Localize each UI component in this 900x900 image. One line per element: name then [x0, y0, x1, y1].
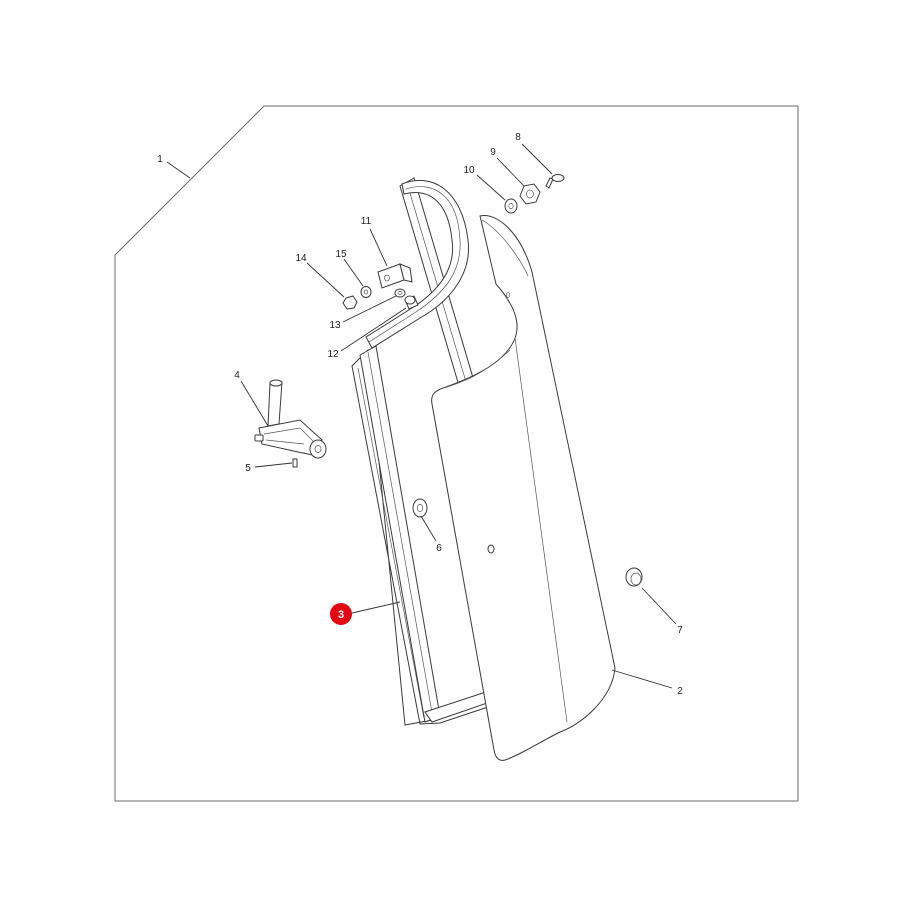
- leader-5: [254, 462, 293, 468]
- part-5-pin: [292, 458, 298, 468]
- leader-8: [521, 143, 553, 175]
- part-8-bolt: [545, 174, 565, 189]
- callout-5: 5: [245, 463, 251, 474]
- leader-7: [641, 587, 677, 625]
- part-11-bracket: [377, 263, 413, 289]
- callout-2: 2: [677, 686, 683, 697]
- callout-3-badge: [330, 603, 352, 625]
- leader-10: [476, 174, 506, 201]
- leader-3: [351, 601, 401, 614]
- part-13-bushing: [394, 288, 406, 298]
- leader-9: [496, 157, 525, 187]
- callout-14: 14: [295, 253, 307, 264]
- leader-13: [342, 295, 397, 323]
- callout-10: 10: [463, 165, 475, 176]
- callout-13: 13: [329, 320, 341, 331]
- part-2-glass-panel: [431, 214, 616, 761]
- callout-15: 15: [335, 249, 347, 260]
- leader-2: [611, 669, 673, 689]
- assembly-frame: [114, 105, 799, 802]
- part-6-washer: [412, 498, 428, 518]
- callout-9: 9: [490, 147, 496, 158]
- part-4-hinge-bracket: [254, 379, 327, 459]
- callout-6: 6: [436, 543, 442, 554]
- callout-11: 11: [361, 216, 372, 227]
- callout-3-highlighted[interactable]: 3: [330, 603, 352, 625]
- leader-1: [166, 161, 191, 179]
- callout-4: 4: [234, 370, 240, 381]
- leader-14: [306, 262, 345, 298]
- part-10-washer: [504, 198, 518, 214]
- leader-11: [369, 228, 388, 267]
- part-7-cap: [625, 567, 643, 587]
- leader-4: [240, 380, 269, 427]
- callout-3: 3: [338, 609, 344, 621]
- callout-12: 12: [327, 349, 339, 360]
- leader-6: [420, 515, 437, 542]
- leader-15: [343, 258, 364, 287]
- part-15-washer: [360, 286, 372, 298]
- callout-7: 7: [677, 625, 683, 636]
- callout-8: 8: [515, 132, 521, 143]
- part-12-spacer: [404, 295, 419, 310]
- part-3-channel-frame: [351, 177, 498, 726]
- part-9-nut: [519, 183, 541, 205]
- part-14-nut: [342, 295, 358, 310]
- callout-1: 1: [157, 154, 163, 165]
- leader-12: [340, 307, 407, 352]
